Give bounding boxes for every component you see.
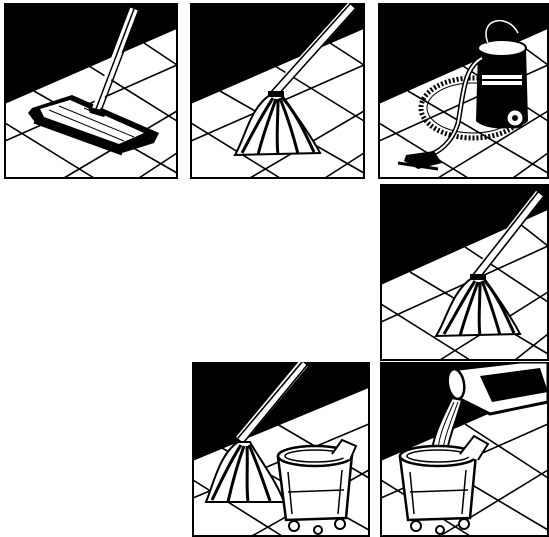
step-2-wet-mop-panel <box>190 3 365 179</box>
step-6-pouring-into-bucket-panel <box>380 362 549 537</box>
step-1-dust-mop-panel <box>4 3 178 179</box>
dust-mop-icon <box>4 3 178 179</box>
step-5-mop-and-bucket-panel <box>192 362 370 537</box>
mop-and-bucket-icon <box>192 362 370 537</box>
step-3-wet-vacuum-panel <box>378 3 549 179</box>
step-4-wet-mop-panel <box>380 184 549 361</box>
wet-mop-icon <box>190 3 365 179</box>
wet-mop-icon <box>380 184 549 361</box>
wet-vacuum-icon <box>378 3 549 179</box>
pouring-into-bucket-icon <box>380 362 549 537</box>
